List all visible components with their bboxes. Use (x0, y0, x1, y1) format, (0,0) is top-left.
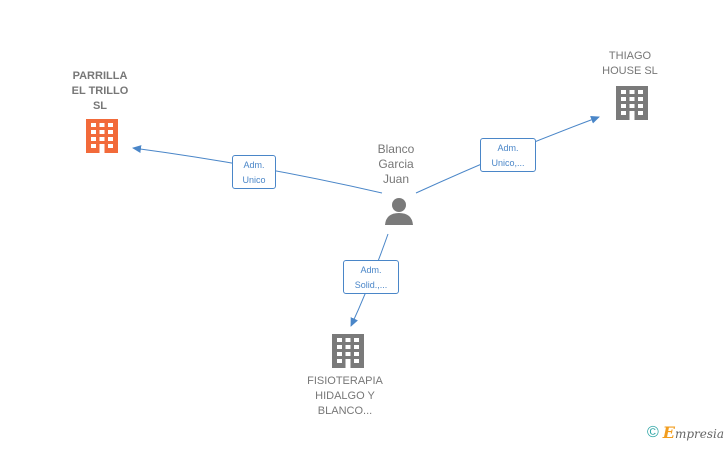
company-label-thiago[interactable]: THIAGO HOUSE SL (602, 50, 658, 77)
company-label-fisioterapia[interactable]: FISIOTERAPIA HIDALGO Y BLANCO... (307, 375, 383, 417)
company-label-parrilla[interactable]: PARRILLA EL TRILLO SL (71, 70, 129, 112)
brand-footer: © Empresia (647, 423, 724, 442)
edge-label-parrilla[interactable]: Adm. Unico (232, 155, 276, 189)
person-label[interactable]: Blanco Garcia Juan (377, 142, 415, 186)
edge-label-thiago[interactable]: Adm. Unico,... (480, 138, 536, 172)
brand-logo: Empresia (662, 423, 724, 442)
building-icon[interactable] (332, 334, 364, 368)
building-icon[interactable] (86, 119, 118, 153)
copyright-icon: © (646, 423, 659, 441)
person-icon[interactable] (384, 196, 414, 226)
building-icon[interactable] (616, 86, 648, 120)
edge-label-fisioterapia[interactable]: Adm. Solid.,... (343, 260, 399, 294)
